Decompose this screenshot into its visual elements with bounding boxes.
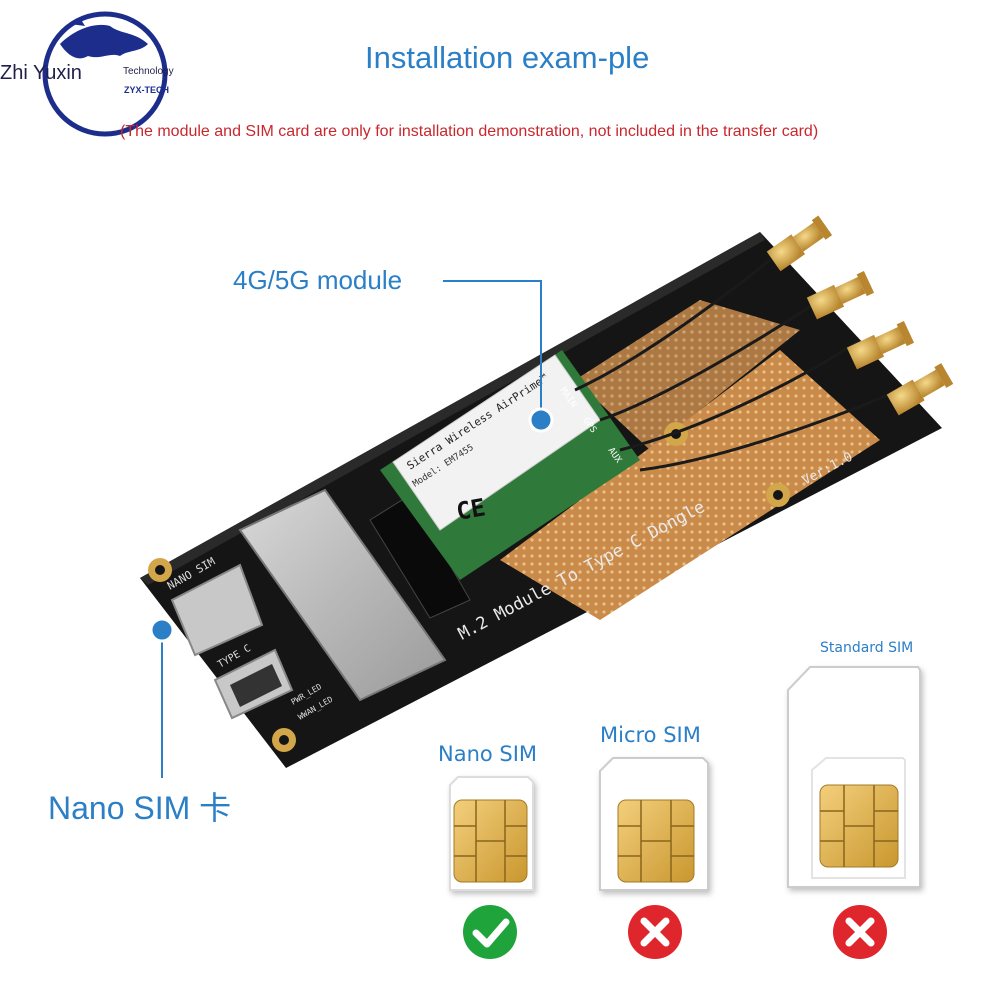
nano-sim-callout-label: Nano SIM 卡 bbox=[48, 790, 232, 826]
brand-code: ZYX-TECH bbox=[124, 85, 169, 95]
page-title: Installation exam-ple bbox=[365, 40, 650, 75]
m2-connector bbox=[369, 494, 471, 619]
antenna-cables bbox=[574, 258, 901, 472]
micro-sim-title: Micro SIM bbox=[600, 723, 701, 747]
module-callout bbox=[443, 280, 554, 433]
module-ce-mark: CE bbox=[454, 493, 487, 526]
zyx-logo bbox=[42, 11, 168, 137]
cross-icon bbox=[628, 905, 682, 959]
nano-sim-title: Nano SIM bbox=[438, 742, 538, 766]
copper-area bbox=[500, 350, 880, 620]
module-callout-label: 4G/5G module bbox=[233, 265, 403, 295]
standard-sim-title: Standard SIM bbox=[820, 640, 914, 656]
sma-connectors bbox=[766, 215, 954, 416]
cross-icon bbox=[833, 905, 887, 959]
brand-subtitle: Technology bbox=[123, 66, 174, 77]
nano-sim-card bbox=[449, 776, 534, 891]
disclaimer-text: (The module and SIM card are only for in… bbox=[120, 123, 819, 140]
micro-sim-card bbox=[599, 757, 709, 891]
metal-shield bbox=[238, 488, 447, 702]
mounting-holes bbox=[148, 483, 790, 752]
standard-sim-card bbox=[787, 666, 921, 888]
check-icon bbox=[463, 905, 517, 959]
sim-callout bbox=[149, 617, 175, 778]
brand-name: Zhi Yuxin bbox=[0, 62, 82, 84]
